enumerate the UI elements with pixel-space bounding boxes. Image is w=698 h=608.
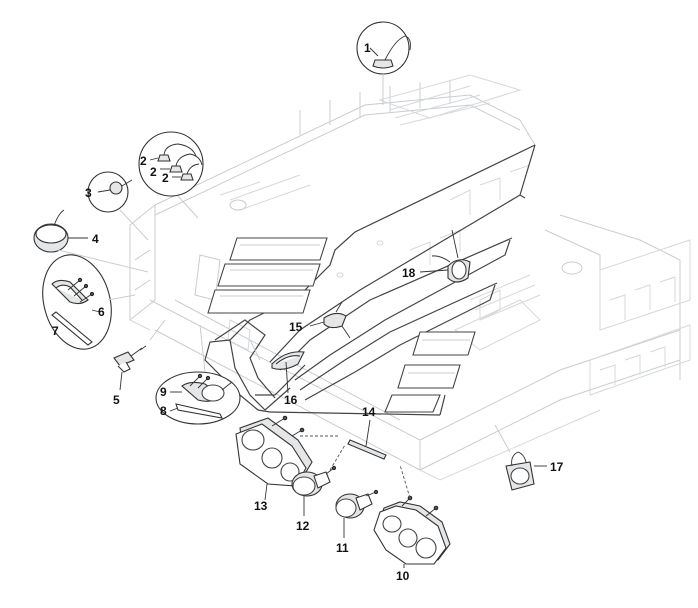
- callout-8: 8: [160, 404, 167, 418]
- part-11-spot-lamp: [335, 489, 379, 538]
- callout-2c: 2: [162, 171, 169, 185]
- part-10-headlamp-right: [373, 464, 451, 568]
- callout-15: 15: [289, 320, 303, 334]
- part-4-dome-lamp: [33, 209, 149, 273]
- callout-3: 3: [85, 186, 92, 200]
- right-lens-panels: [384, 331, 476, 413]
- part-16-clearance-lamp: [249, 339, 305, 394]
- callout-labels: 1 2 2 2 3 4 5 6 7 8 9 10 11 12 13 14 15 …: [52, 41, 564, 583]
- callout-11: 11: [336, 541, 349, 555]
- part-2-marker-lamps: [138, 131, 204, 219]
- callout-7: 7: [52, 324, 59, 338]
- callout-2a: 2: [140, 154, 147, 168]
- callout-17: 17: [550, 460, 564, 474]
- part-17-rear-lamp: [494, 424, 547, 491]
- part-6-7-side-indicator: [42, 254, 136, 350]
- callout-14: 14: [362, 405, 376, 419]
- part-13-headlamp-left: [235, 415, 338, 501]
- callout-13: 13: [254, 499, 268, 513]
- part-8-9-lamp-assembly: [155, 324, 241, 425]
- callout-1: 1: [364, 41, 371, 55]
- callout-2b: 2: [150, 165, 157, 179]
- callout-10: 10: [396, 569, 410, 583]
- part-15-marker-lamp: [309, 301, 351, 339]
- callout-16: 16: [284, 393, 298, 407]
- part-14-strip-lamp: [347, 419, 387, 460]
- left-lens-panels: [207, 237, 328, 314]
- callout-18: 18: [402, 266, 416, 280]
- callout-5: 5: [113, 393, 120, 407]
- callout-9: 9: [160, 385, 167, 399]
- part-18-side-lamp: [419, 229, 471, 283]
- part-3-side-lamp: [87, 171, 149, 241]
- callout-4: 4: [92, 232, 99, 246]
- part-5-connector-lamp: [113, 319, 166, 391]
- part-1-roof-lamp: [356, 21, 411, 105]
- part-12-fog-lamp: [291, 444, 346, 516]
- callout-6: 6: [98, 305, 105, 319]
- cab-outline-background: [129, 74, 691, 481]
- callout-12: 12: [296, 519, 310, 533]
